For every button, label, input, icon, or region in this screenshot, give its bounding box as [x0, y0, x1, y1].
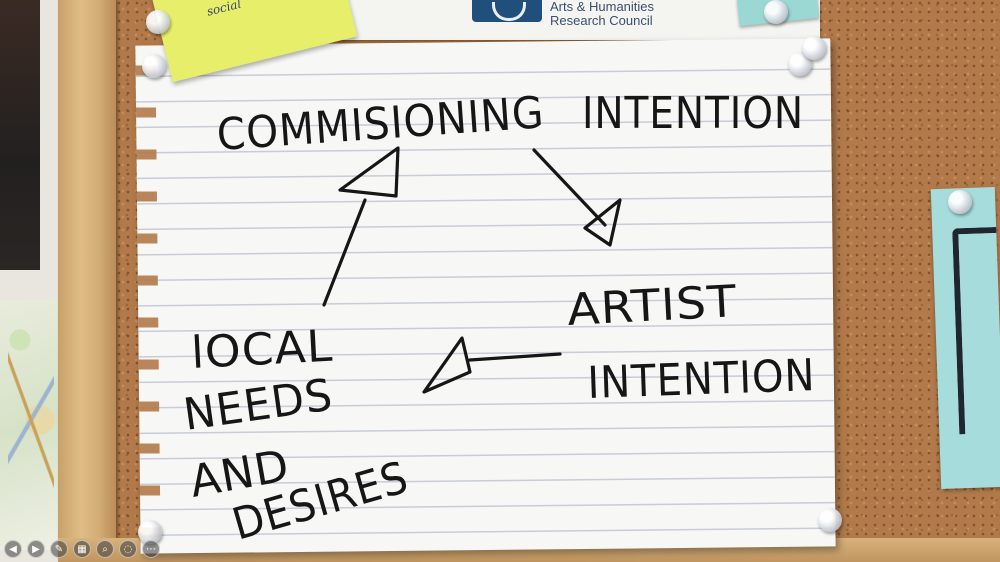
slideshow-toolbar: ◀ ▶ ✎ ▦ ⌕ ◌ ⋯	[4, 538, 160, 560]
sticky-word-3: social	[205, 0, 243, 19]
dark-photo-print	[0, 0, 40, 270]
push-pin-icon	[802, 36, 826, 60]
ahrc-line-1: Arts & Humanities	[550, 0, 655, 14]
next-slide-button[interactable]: ▶	[27, 540, 45, 558]
blue-sticky-note-right	[930, 186, 1000, 490]
blue-note-marks	[952, 226, 1000, 435]
board-frame-left	[58, 0, 116, 562]
map-print	[0, 300, 62, 550]
left-wall	[0, 0, 62, 562]
ahrc-logo-icon	[472, 0, 542, 22]
sticky-word-1: and	[191, 0, 216, 2]
push-pin-icon	[142, 54, 166, 78]
more-options-button[interactable]: ⋯	[142, 540, 160, 558]
pen-tool-button[interactable]: ✎	[50, 540, 68, 558]
push-pin-icon	[764, 0, 788, 24]
ahrc-header-sheet: Arts & Humanities Research Council	[300, 0, 820, 40]
push-pin-icon	[948, 190, 972, 214]
pointer-button[interactable]: ◌	[119, 540, 137, 558]
push-pin-icon	[818, 508, 842, 532]
slides-grid-button[interactable]: ▦	[73, 540, 91, 558]
push-pin-icon	[146, 10, 170, 34]
previous-slide-button[interactable]: ◀	[4, 540, 22, 558]
zoom-button[interactable]: ⌕	[96, 540, 114, 558]
lined-paper-sheet	[135, 38, 836, 554]
ahrc-line-2: Research Council	[550, 13, 653, 28]
ahrc-org-name: Arts & Humanities Research Council	[550, 0, 654, 28]
